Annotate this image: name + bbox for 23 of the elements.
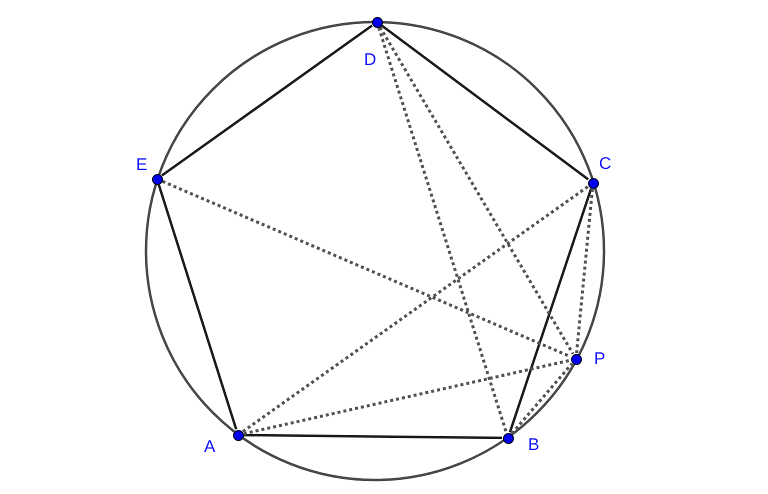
point-dot xyxy=(232,430,244,440)
solid-segment xyxy=(244,434,502,440)
point-dot xyxy=(588,178,598,188)
dotted-segment xyxy=(244,358,570,436)
point-dot xyxy=(152,174,162,184)
solid-segment xyxy=(381,24,589,180)
solid-segment xyxy=(508,188,592,433)
point-label: A xyxy=(204,438,216,456)
point-label: C xyxy=(599,155,612,173)
point-dot xyxy=(502,432,514,444)
dotted-segment xyxy=(377,27,508,433)
point-dot xyxy=(372,16,382,28)
point-label: E xyxy=(136,156,148,174)
dotted-segment xyxy=(242,185,589,433)
solid-segment xyxy=(161,24,373,177)
point-label: P xyxy=(594,350,606,368)
dotted-segment xyxy=(510,362,574,434)
point-label: D xyxy=(364,51,376,69)
dotted-segment xyxy=(378,26,574,355)
solid-segment xyxy=(158,184,238,430)
point-label: B xyxy=(528,436,540,454)
point-dot xyxy=(570,354,582,364)
dotted-segment xyxy=(575,188,594,354)
